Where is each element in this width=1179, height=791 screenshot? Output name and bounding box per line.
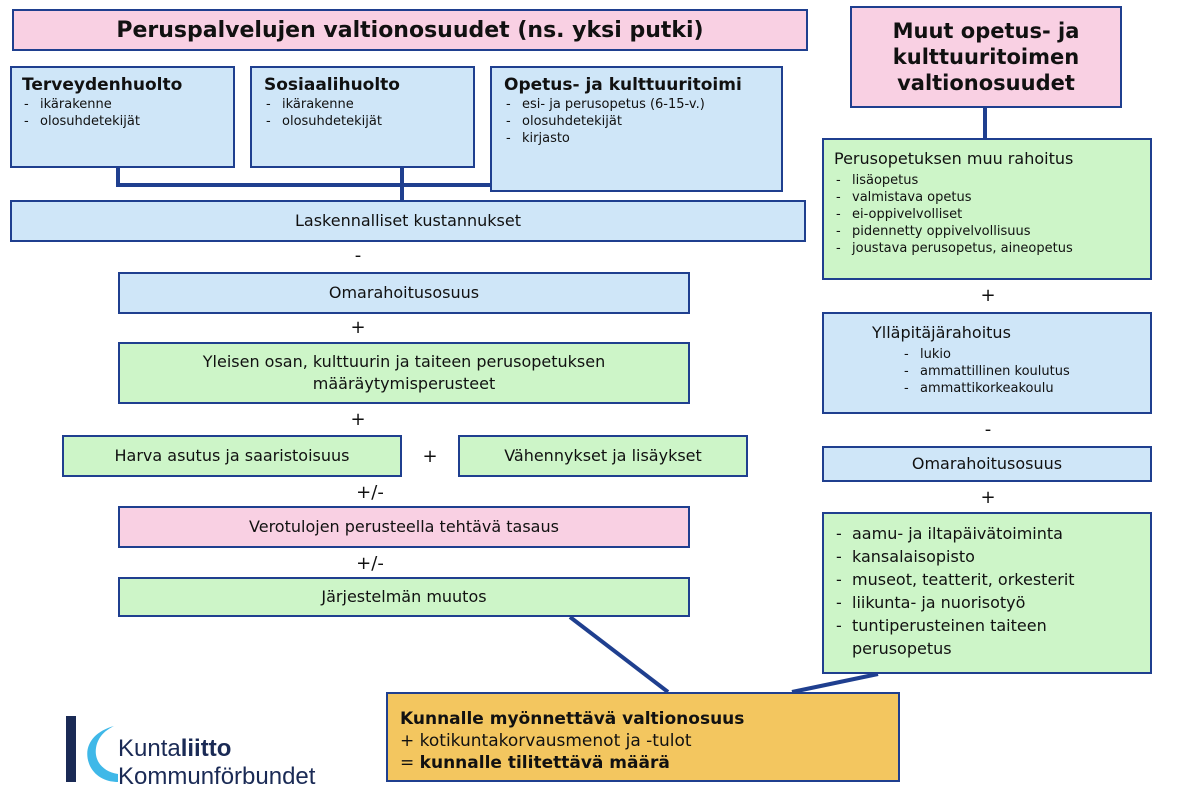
yllapitaja-title: Ylläpitäjärahoitus (872, 323, 1011, 342)
verotulo-box: Verotulojen perusteella tehtävä tasaus (118, 506, 690, 548)
list-item: museot, teatterit, orkesterit (834, 568, 1140, 591)
sector-box-terveydenhuolto: Terveydenhuolto ikärakenne olosuhdetekij… (10, 66, 235, 168)
main-title: Peruspalvelujen valtionosuudet (ns. yksi… (116, 17, 704, 43)
list-item: ikärakenne (264, 96, 461, 113)
logo-word-kommunforbundet: Kommunförbundet (118, 763, 316, 790)
list-item: kirjasto (504, 130, 769, 147)
other-title: Muut opetus- ja kulttuuritoimen valtiono… (892, 19, 1080, 95)
right-omarahoitus-box: Omarahoitusosuus (822, 446, 1152, 482)
operator-plus: + (422, 446, 438, 467)
harva-asutus-label: Harva asutus ja saaristoisuus (114, 446, 350, 465)
list-item: olosuhdetekijät (264, 113, 461, 130)
list-item: olosuhdetekijät (504, 113, 769, 130)
list-item: aamu- ja iltapäivätoiminta (834, 522, 1140, 545)
kuntaliitto-logo-text: Kuntaliitto Kommunförbundet (118, 735, 315, 791)
list-item: ammattikorkeakoulu (902, 380, 1150, 397)
list-item: lukio (902, 346, 1150, 363)
jarjestelma-box: Järjestelmän muutos (118, 577, 690, 617)
sector-title: Opetus- ja kulttuuritoimi (504, 75, 742, 95)
result-box: Kunnalle myönnettävä valtionosuus + koti… (386, 692, 900, 782)
list-item: tuntiperusteinen taiteen perusopetus (834, 614, 1140, 660)
main-title-box: Peruspalvelujen valtionosuudet (ns. yksi… (12, 9, 808, 51)
laskennalliset-box: Laskennalliset kustannukset (10, 200, 806, 242)
list-item: ammattillinen koulutus (902, 363, 1150, 380)
list-item: valmistava opetus (834, 189, 1140, 206)
operator-plus: + (980, 487, 996, 508)
sector-title: Terveydenhuolto (22, 75, 183, 95)
yleinen-osa-label: Yleisen osan, kulttuurin ja taiteen peru… (202, 352, 606, 393)
list-item: liikunta- ja nuorisotyö (834, 591, 1140, 614)
list-item: joustava perusopetus, aineopetus (834, 240, 1140, 257)
sector-box-opetus: Opetus- ja kulttuuritoimi esi- ja peruso… (490, 66, 783, 192)
sector-title: Sosiaalihuolto (264, 75, 400, 95)
perusopetus-muu-title: Perusopetuksen muu rahoitus (834, 149, 1074, 168)
logo-word-kunta: Kunta (118, 735, 181, 762)
result-total-label: kunnalle tilitettävä määrä (419, 753, 670, 773)
list-item: olosuhdetekijät (22, 113, 223, 130)
logo-word-liitto: liitto (180, 735, 232, 762)
list-item: ei-oppivelvolliset (834, 206, 1140, 223)
harva-asutus-box: Harva asutus ja saaristoisuus (62, 435, 402, 477)
operator-plusminus: +/- (356, 553, 384, 574)
omarahoitus-box: Omarahoitusosuus (118, 272, 690, 314)
list-item: lisäopetus (834, 172, 1140, 189)
result-equals: = (400, 753, 415, 773)
result-line-2: + kotikuntakorvausmenot ja -tulot (400, 731, 692, 751)
result-title: Kunnalle myönnettävä valtionosuus (400, 709, 745, 729)
operator-plus: + (350, 409, 366, 430)
omarahoitus-label: Omarahoitusosuus (328, 283, 480, 302)
sector-box-sosiaalihuolto: Sosiaalihuolto ikärakenne olosuhdetekijä… (250, 66, 475, 168)
list-item: kansalaisopisto (834, 545, 1140, 568)
jarjestelma-label: Järjestelmän muutos (321, 587, 487, 606)
perusopetus-muu-box: Perusopetuksen muu rahoitus lisäopetus v… (822, 138, 1152, 280)
list-item: pidennetty oppivelvollisuus (834, 223, 1140, 240)
yllapitaja-box: Ylläpitäjärahoitus lukio ammattillinen k… (822, 312, 1152, 414)
operator-plusminus: +/- (356, 482, 384, 503)
vahennykset-box: Vähennykset ja lisäykset (458, 435, 748, 477)
list-item: ikärakenne (22, 96, 223, 113)
verotulo-label: Verotulojen perusteella tehtävä tasaus (249, 517, 559, 536)
yleinen-osa-box: Yleisen osan, kulttuurin ja taiteen peru… (118, 342, 690, 404)
kuntaliitto-logo-icon (66, 716, 118, 782)
right-omarahoitus-label: Omarahoitusosuus (911, 454, 1063, 473)
operator-minus: - (984, 419, 992, 440)
operator-minus: - (354, 245, 362, 266)
other-title-box: Muut opetus- ja kulttuuritoimen valtiono… (850, 6, 1122, 108)
laskennalliset-label: Laskennalliset kustannukset (294, 211, 522, 230)
list-item: esi- ja perusopetus (6-15-v.) (504, 96, 769, 113)
result-line-3: = kunnalle tilitettävä määrä (400, 752, 886, 774)
muut-toiminnot-box: aamu- ja iltapäivätoiminta kansalaisopis… (822, 512, 1152, 674)
vahennykset-label: Vähennykset ja lisäykset (504, 446, 702, 465)
operator-plus: + (980, 285, 996, 306)
operator-plus: + (350, 317, 366, 338)
